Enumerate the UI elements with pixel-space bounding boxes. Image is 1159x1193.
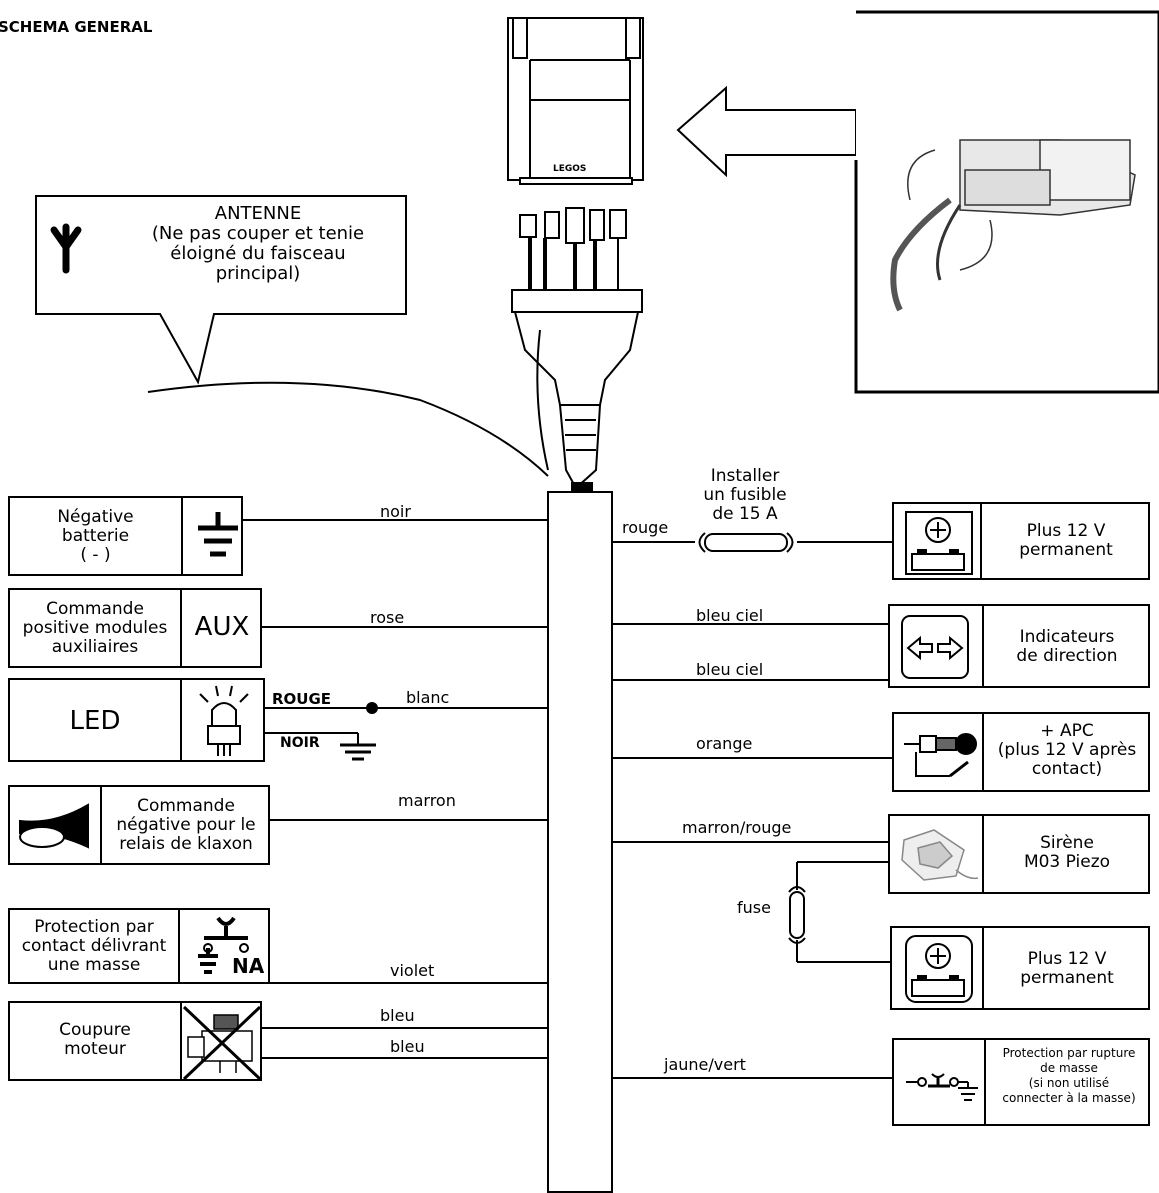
wire-label-noir: noir: [380, 502, 411, 521]
rupture-label: Protection par rupture de masse (si non …: [1002, 1046, 1136, 1105]
ground-icon: [340, 743, 376, 761]
wire-label-violet: violet: [390, 961, 435, 980]
coupure-label: Coupure moteur: [59, 1020, 131, 1059]
antenna-wire: [147, 381, 549, 477]
indicateurs-box: Indicateurs de direction: [888, 604, 1150, 688]
coupure-box: Coupure moteur: [8, 1001, 262, 1081]
arrows-icon: [901, 615, 969, 679]
batterie-label: Négative batterie ( - ): [57, 507, 134, 565]
wire-label-orange: orange: [696, 734, 753, 753]
fuse-icon: [788, 886, 806, 944]
fuse-icon: [698, 532, 794, 553]
fuse-note: Installer un fusible de 15 A: [703, 466, 787, 524]
switch-icon: [198, 916, 249, 974]
antenna-icon: [50, 223, 82, 274]
led-label: LED: [69, 706, 121, 736]
arrow-left-icon: [676, 85, 857, 178]
module-photo: [890, 139, 1136, 312]
wire-label-fuse: fuse: [737, 898, 771, 917]
plus12-box-1: Plus 12 V permanent: [892, 502, 1150, 580]
legos-connector: [507, 17, 644, 185]
aux-label: Commande positive modules auxiliaires: [22, 599, 168, 657]
batterie-box: Négative batterie ( - ): [8, 496, 243, 576]
harness-bar: [547, 491, 613, 1193]
led-icon: [199, 685, 249, 756]
connector-brand-label: LEGOS: [553, 164, 587, 174]
wire-label-bleu-ciel-2: bleu ciel: [696, 660, 764, 679]
wire-label-bleu-ciel-1: bleu ciel: [696, 606, 764, 625]
wire-label-noir-led: NOIR: [280, 735, 320, 751]
horn-icon: [19, 803, 89, 849]
wire-label-rouge-led: ROUGE: [272, 690, 332, 708]
antenna-text: ANTENNE (Ne pas couper et tenie éloigné …: [151, 203, 365, 284]
apc-label: + APC (plus 12 V après contact): [997, 721, 1137, 779]
antenna-callout: [35, 195, 407, 385]
klaxon-label: Commande négative pour le relais de klax…: [116, 796, 256, 854]
ground-icon: [198, 512, 238, 557]
klaxon-box: Commande négative pour le relais de klax…: [8, 785, 270, 865]
ground-switch-icon: [906, 1073, 978, 1101]
aux-icon-text: AUX: [194, 612, 250, 642]
wire-label-rose: rose: [370, 608, 405, 627]
wire-plug: [511, 207, 643, 494]
wire-label-blanc: blanc: [406, 688, 450, 707]
indicateurs-label: Indicateurs de direction: [1016, 627, 1118, 666]
wire-label-rouge: rouge: [622, 518, 669, 537]
battery-plus-icon: [905, 935, 973, 1003]
apc-box: + APC (plus 12 V après contact): [892, 712, 1150, 792]
sirene-box: Sirène M03 Piezo: [888, 814, 1150, 894]
battery-plus-icon: [905, 511, 973, 575]
rupture-box: Protection par rupture de masse (si non …: [892, 1038, 1150, 1126]
plus12-label-2: Plus 12 V permanent: [1020, 949, 1114, 988]
wire-label-jaune-vert: jaune/vert: [664, 1055, 746, 1074]
starter-motor-icon: [182, 1005, 262, 1081]
wire-label-marron-rouge: marron/rouge: [682, 818, 792, 837]
plus12-box-2: Plus 12 V permanent: [890, 926, 1150, 1010]
wire-label-marron: marron: [398, 791, 456, 810]
ignition-key-icon: [904, 733, 977, 778]
sirene-label: Sirène M03 Piezo: [1023, 833, 1111, 872]
na-label: NA: [232, 954, 265, 978]
led-box: LED: [8, 678, 265, 762]
wire-label-bleu-2: bleu: [390, 1037, 425, 1056]
wire-label-bleu-1: bleu: [380, 1006, 415, 1025]
protection-label: Protection par contact délivrant une mas…: [21, 917, 167, 975]
page-title: SCHEMA GENERAL: [0, 18, 153, 36]
plus12-label-1: Plus 12 V permanent: [1019, 521, 1113, 560]
protection-box: Protection par contact délivrant une mas…: [8, 908, 270, 984]
aux-box: Commande positive modules auxiliaires AU…: [8, 588, 262, 668]
siren-icon: [901, 829, 979, 881]
